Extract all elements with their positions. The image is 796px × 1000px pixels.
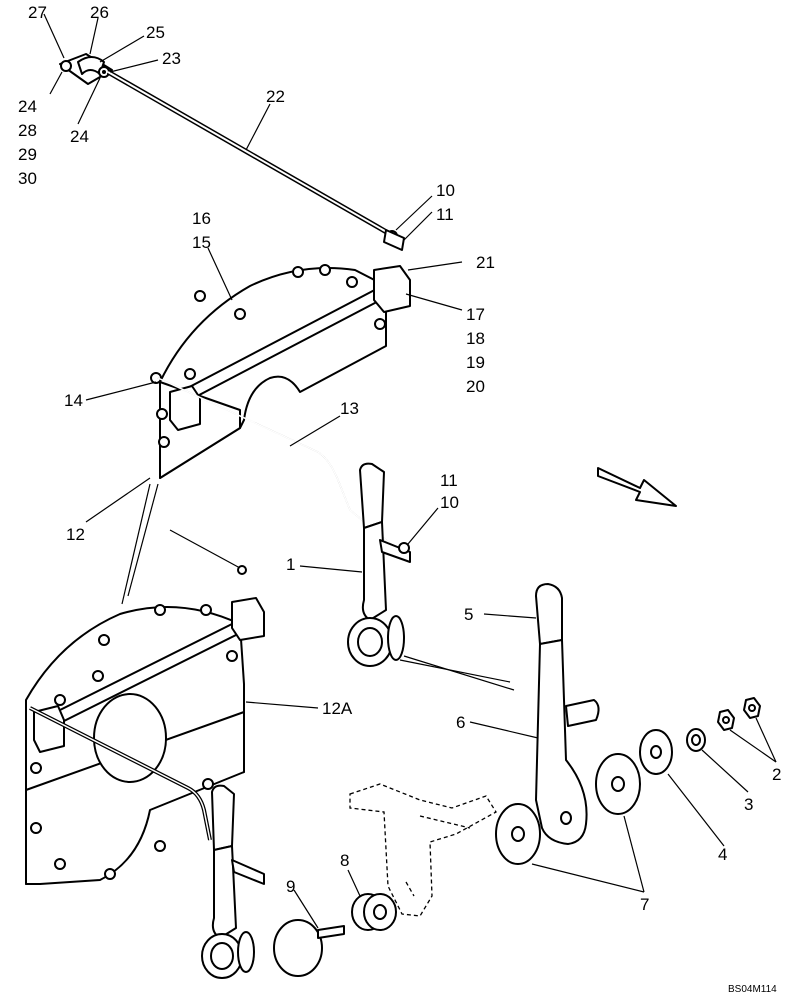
label-20: 20 [466,377,485,396]
label-6: 6 [456,713,465,732]
lever-6 [535,583,600,845]
spacer-8 [351,893,397,931]
label-12a: 12A [322,699,353,718]
label-24b: 24 [70,127,89,146]
label-23: 23 [162,49,181,68]
washer-7b [595,753,641,815]
rod-22 [106,69,405,251]
part-labels: 27 26 25 23 24 28 29 30 24 22 10 11 16 1… [18,3,781,995]
label-10b: 10 [440,493,459,512]
drawing-code: BS04M114 [728,984,777,995]
label-28: 28 [18,121,37,140]
leader-lines [43,13,777,929]
label-17: 17 [466,305,485,324]
label-5: 5 [464,605,473,624]
label-12: 12 [66,525,85,544]
label-11b: 11 [440,471,458,490]
lever-1 [347,462,411,667]
label-29: 29 [18,145,37,164]
label-26: 26 [90,3,109,22]
clamp-assembly [59,53,113,85]
label-16: 16 [192,209,211,228]
label-3: 3 [744,795,753,814]
label-1: 1 [286,555,295,574]
label-14: 14 [64,391,83,410]
label-21: 21 [476,253,495,272]
label-13: 13 [340,399,359,418]
lower-plate-assembly [25,529,265,885]
washer-4 [639,729,673,775]
upper-plate-assembly [150,264,411,551]
label-7: 7 [640,895,649,914]
label-8: 8 [340,851,349,870]
label-4: 4 [718,845,727,864]
label-25: 25 [146,23,165,42]
label-2: 2 [772,765,781,784]
label-22: 22 [266,87,285,106]
label-15: 15 [192,233,211,252]
nuts-2 [717,697,761,731]
label-10a: 10 [436,181,455,200]
label-30: 30 [18,169,37,188]
pin-9 [273,919,345,977]
label-24a: 24 [18,97,37,116]
lower-lever [201,784,265,979]
arrow-icon [597,467,677,507]
label-18: 18 [466,329,485,348]
label-19: 19 [466,353,485,372]
label-27: 27 [28,3,47,22]
spacer-3 [686,728,706,752]
bracket-outline [349,783,497,917]
label-11a: 11 [436,205,454,224]
label-9: 9 [286,877,295,896]
washer-7a [495,803,541,865]
